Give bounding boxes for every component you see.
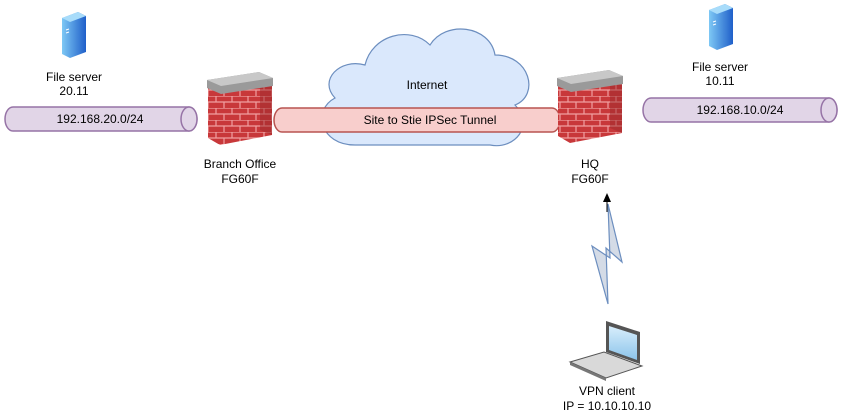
internet-label: Internet [407, 78, 448, 92]
branch-firewall-model: FG60F [221, 172, 258, 186]
vpn-client-label: VPN client [579, 384, 636, 398]
hq-server-ip: 10.11 [705, 74, 734, 88]
lightning-icon [590, 203, 624, 305]
vpn-client-ip: IP = 10.10.10.10 [563, 399, 652, 413]
hq-server-label: File server [692, 60, 748, 74]
branch-file-server: File server 20.11 [46, 12, 102, 98]
server-icon [709, 4, 733, 50]
branch-firewall-label: Branch Office [204, 157, 277, 171]
hq-firewall: HQ FG60F [557, 70, 623, 186]
hq-firewall-label: HQ [581, 157, 599, 171]
laptop-icon [568, 321, 644, 381]
branch-lan-pipe: 192.168.20.0/24 [4, 106, 198, 132]
branch-lan-label: 192.168.20.0/24 [57, 112, 144, 126]
vpn-client: VPN client IP = 10.10.10.10 [563, 321, 652, 413]
branch-server-label: File server [46, 70, 102, 84]
arrow-head-icon [603, 193, 611, 202]
tunnel-label: Site to Stie IPSec Tunnel [364, 113, 497, 127]
wireless-link [590, 193, 624, 305]
hq-firewall-model: FG60F [571, 172, 608, 186]
hq-file-server: File server 10.11 [692, 4, 748, 88]
firewall-icon [557, 70, 623, 143]
ipsec-tunnel-pipe: Site to Stie IPSec Tunnel [273, 107, 561, 133]
branch-server-ip: 20.11 [59, 84, 88, 98]
branch-firewall: Branch Office FG60F [204, 72, 277, 186]
hq-lan-pipe: 192.168.10.0/24 [642, 97, 838, 123]
firewall-icon [207, 72, 273, 145]
server-icon [62, 12, 86, 58]
hq-lan-label: 192.168.10.0/24 [697, 103, 784, 117]
